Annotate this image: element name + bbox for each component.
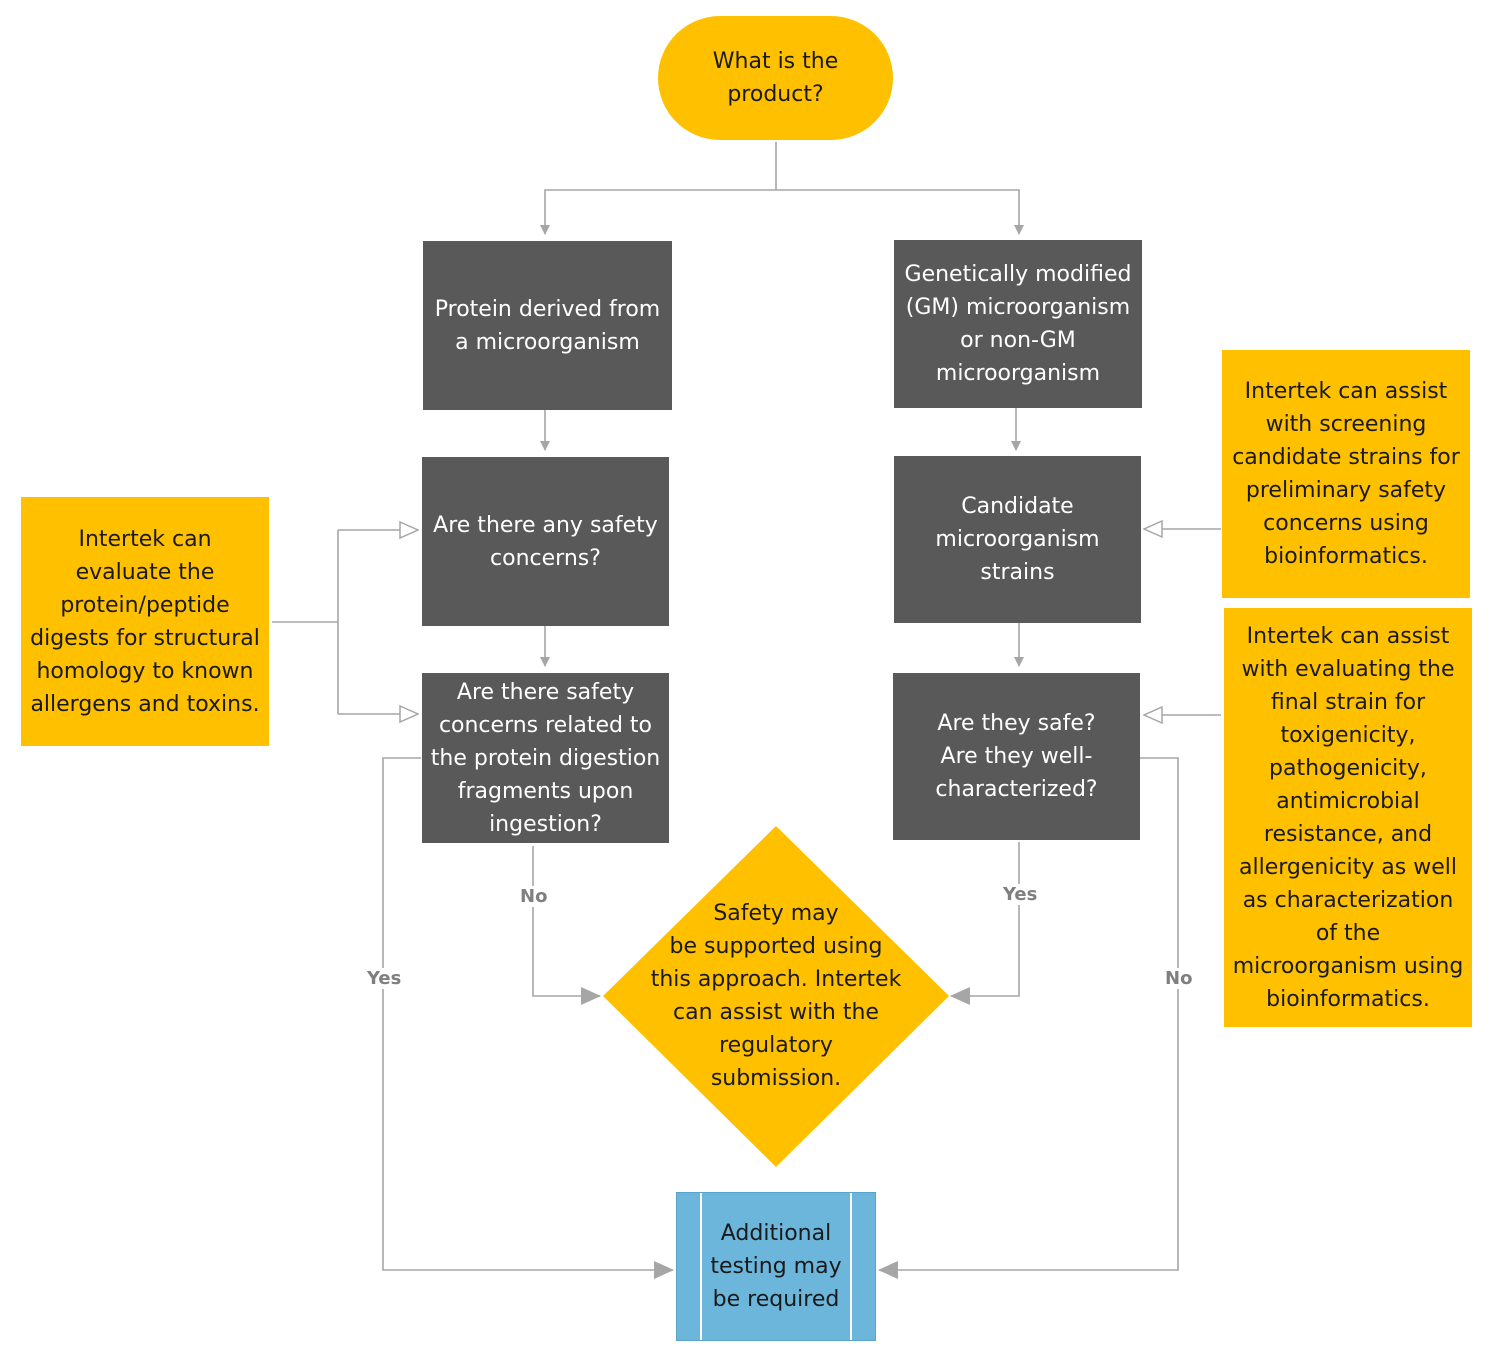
right-bottom-note: Intertek can assist with evaluating the … [1224,608,1472,1027]
connector-digestion-yes [382,757,674,1279]
process-bar-left [700,1193,702,1340]
edge-label-no-left: No [518,886,550,907]
decision-label: Safety may be supported using this appro… [650,901,902,1091]
protein-box: Protein derived from a microorganism [423,241,672,410]
additional-testing-box: Additional testing may be required [676,1192,876,1341]
start-terminal: What is the product? [658,16,893,140]
connector-start-to-protein [540,189,776,235]
right-top-note-text: Intertek can assist with screening candi… [1232,379,1460,569]
additional-testing-label: Additional testing may be required [710,1221,842,1312]
safe-label: Are they safe? Are they well- characteri… [935,711,1098,802]
gm-label: Genetically modified (GM) microorganism … [904,262,1132,386]
edge-label-no-right: No [1163,968,1195,989]
connector-start-to-gm [776,189,1024,235]
connector-safe-yes [950,842,1020,1005]
process-bar-right [850,1193,852,1340]
right-bottom-note-text: Intertek can assist with evaluating the … [1232,623,1464,1012]
safety-concerns-box: Are there any safety concerns? [422,457,669,626]
left-note: Intertek can evaluate the protein/peptid… [21,497,269,746]
protein-label: Protein derived from a microorganism [434,296,661,355]
left-note-text: Intertek can evaluate the protein/peptid… [30,526,260,717]
digestion-box: Are there safety concerns related to the… [422,673,669,843]
candidate-box: Candidate microorganism strains [894,456,1141,623]
decision-diamond [603,826,949,1167]
edge-label-yes-right: Yes [1001,884,1040,905]
right-top-note: Intertek can assist with screening candi… [1222,350,1470,598]
start-label: What is the product? [712,49,839,107]
connector-safe-no [878,757,1179,1279]
candidate-label: Candidate microorganism strains [935,494,1100,585]
gm-box: Genetically modified (GM) microorganism … [894,240,1142,408]
safety-concerns-label: Are there any safety concerns? [433,512,658,571]
digestion-label: Are there safety concerns related to the… [430,679,661,837]
connector-digestion-no [532,846,601,1005]
safe-box: Are they safe? Are they well- characteri… [893,673,1140,840]
edge-label-yes-left: Yes [365,968,404,989]
